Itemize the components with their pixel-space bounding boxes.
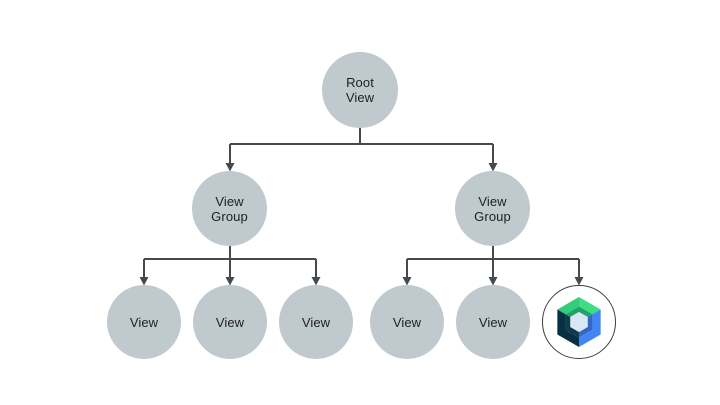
arrowhead [225,277,235,286]
connector-right-viewgroup-to-views [402,246,584,286]
node-view-group-right: View Group [455,171,530,246]
node-root-view: Root View [322,52,398,128]
node-label: View [478,314,508,330]
node-label: View [301,314,331,330]
node-view-left-2: View [193,285,267,359]
node-label: View Group [211,193,248,224]
jetpack-compose-icon [557,297,601,347]
arrowhead [311,277,321,286]
arrowhead [488,277,498,286]
node-label: View [215,314,245,330]
node-label: View [392,314,422,330]
arrowhead [488,163,498,172]
node-view-left-3: View [279,285,353,359]
arrowhead [225,163,235,172]
node-view-right-1: View [370,285,444,359]
arrowhead [402,277,412,286]
node-view-right-2: View [456,285,530,359]
connector-left-viewgroup-to-views [139,246,321,286]
connector-root-to-viewgroups [225,128,498,172]
arrowhead [139,277,149,286]
node-label: Root View [345,75,375,105]
node-label: View Group [474,193,511,224]
node-jetpack-compose [542,285,616,359]
node-view-left-1: View [107,285,181,359]
node-view-group-left: View Group [192,171,267,246]
node-label: View [129,314,159,330]
arrowhead [574,277,584,286]
